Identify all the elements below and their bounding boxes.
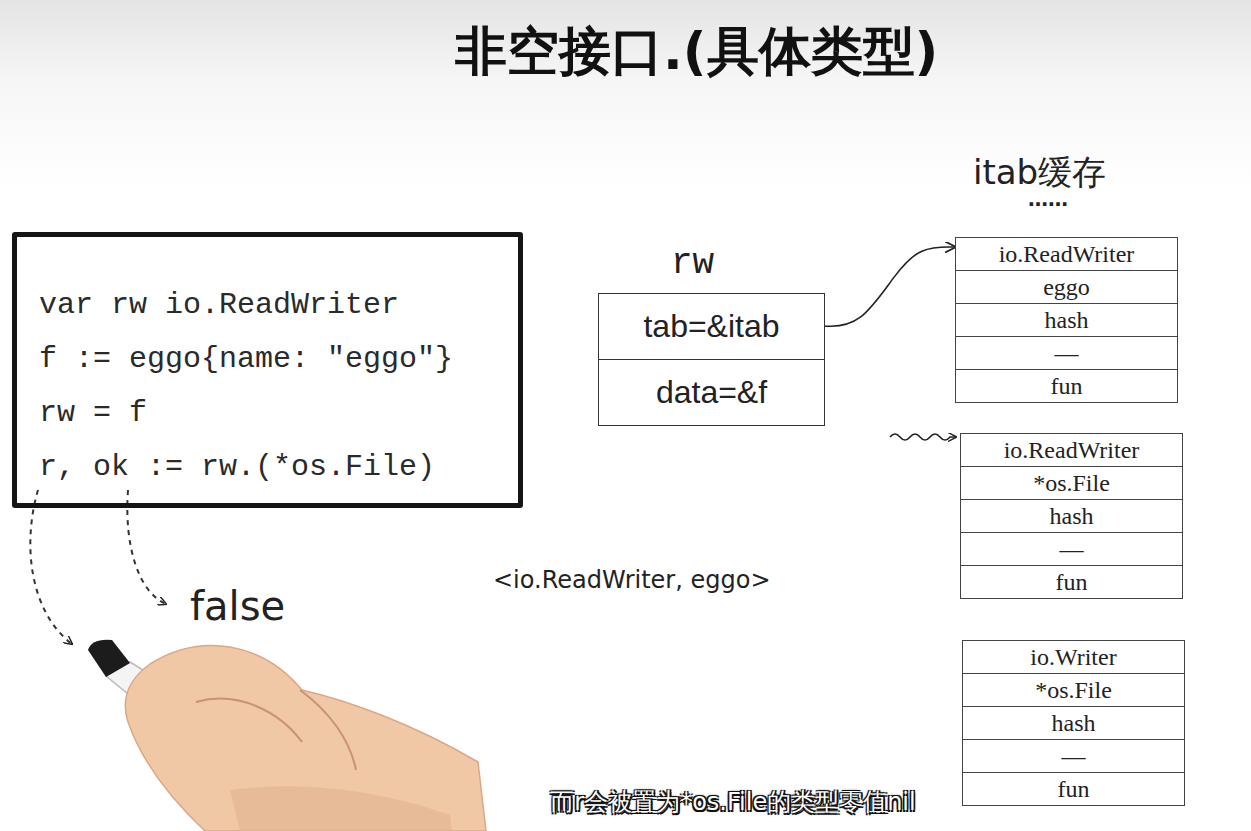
hand-drawing (88, 640, 486, 831)
pointer-arrow (825, 247, 955, 326)
wavy-pointer (890, 434, 956, 440)
type-pair-label: <io.ReadWriter, eggo> (493, 563, 771, 597)
dynamic-type-cell: *os.File (963, 673, 1184, 706)
result-value: false (190, 580, 285, 632)
itab-field-cell: fun (961, 565, 1182, 598)
hand (125, 645, 486, 831)
finger-crease (300, 690, 356, 770)
field-cell: tab=&itab (599, 294, 824, 359)
itab-table: io.Writer*os.Filehash—fun (962, 640, 1185, 806)
finger-crease (196, 699, 302, 742)
field-cell: data=&f (599, 359, 824, 425)
itab-field-cell: hash (956, 303, 1177, 336)
dynamic-type-cell: *os.File (961, 466, 1182, 499)
code-line: r, ok := rw.(*os.File) (39, 440, 500, 494)
code-line: rw = f (39, 386, 500, 440)
code-line: var rw io.ReadWriter (39, 278, 500, 332)
itab-table: io.ReadWriter*os.Filehash—fun (960, 433, 1183, 599)
title: 非空接口.(具体类型) (455, 16, 938, 86)
interface-type-cell: io.Writer (963, 641, 1184, 673)
interface-type-cell: io.ReadWriter (956, 238, 1177, 270)
marker-tip (88, 640, 130, 677)
itab-field-cell: fun (956, 369, 1177, 402)
code-box: var rw io.ReadWriterf := eggo{name: "egg… (12, 232, 523, 508)
itab-field-cell: hash (961, 499, 1182, 532)
subtitle-caption: 而r会被置为*os.File的类型零值nil (550, 786, 915, 818)
itab-field-cell: fun (963, 772, 1184, 805)
itab-table: io.ReadWritereggohash—fun (955, 237, 1178, 403)
hand-shadow (230, 786, 452, 831)
itab-field-cell: — (961, 532, 1182, 565)
itab-field-cell: — (956, 336, 1177, 369)
interface-type-cell: io.ReadWriter (961, 434, 1182, 466)
code-line: f := eggo{name: "eggo"} (39, 332, 500, 386)
interface-value-box: rwtab=&itabdata=&f (598, 293, 825, 426)
itab-field-cell: hash (963, 706, 1184, 739)
leader-arrow (30, 490, 72, 644)
ellipsis-dots: …… (1028, 186, 1068, 212)
dynamic-type-cell: eggo (956, 270, 1177, 303)
variable-name: rw (671, 242, 714, 286)
itab-field-cell: — (963, 739, 1184, 772)
